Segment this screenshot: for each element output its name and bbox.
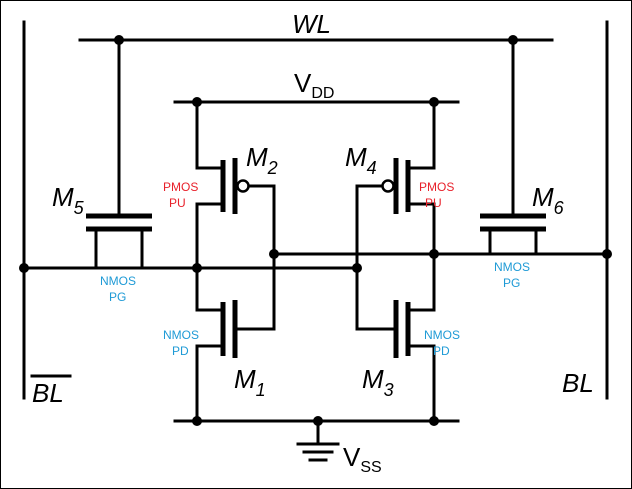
m5-type-tag: NMOS <box>100 274 136 288</box>
m5-role-tag: PG <box>109 290 126 304</box>
m3-label: M3 <box>362 364 394 400</box>
bl-bar-label: BL <box>32 378 64 408</box>
bl-label: BL <box>562 368 594 398</box>
node-q-junction <box>192 263 202 273</box>
m6-nmos-pass <box>478 213 548 256</box>
m1-type-tag: NMOS <box>163 328 199 342</box>
vdd-label: VDD <box>294 68 334 102</box>
m4-pmos <box>355 100 436 256</box>
m2-role-tag: PU <box>169 196 186 210</box>
m1-label: M1 <box>234 364 266 400</box>
m4-label: M4 <box>345 142 377 178</box>
vss-label: VSS <box>343 442 382 476</box>
m2-label: M2 <box>246 142 278 178</box>
m4-type-tag: PMOS <box>419 180 454 194</box>
ground-symbol <box>296 419 340 462</box>
m2-pmos <box>195 100 276 270</box>
node-qb-junction <box>429 249 439 259</box>
m6-role-tag: PG <box>503 276 520 290</box>
left-gate-junction <box>269 249 279 259</box>
m6-label: M6 <box>532 182 565 218</box>
m3-role-tag: PD <box>433 344 450 358</box>
m1-role-tag: PD <box>172 344 189 358</box>
wl-label: WL <box>292 9 331 39</box>
m5-nmos-pass <box>84 213 154 270</box>
m3-type-tag: NMOS <box>424 328 460 342</box>
m5-label: M5 <box>52 182 85 218</box>
blb-junction <box>19 263 29 273</box>
m1-nmos <box>195 266 276 423</box>
m4-role-tag: PU <box>425 196 442 210</box>
bl-junction <box>602 249 612 259</box>
m2-type-tag: PMOS <box>163 180 198 194</box>
m3-nmos <box>355 252 436 423</box>
m6-type-tag: NMOS <box>494 260 530 274</box>
